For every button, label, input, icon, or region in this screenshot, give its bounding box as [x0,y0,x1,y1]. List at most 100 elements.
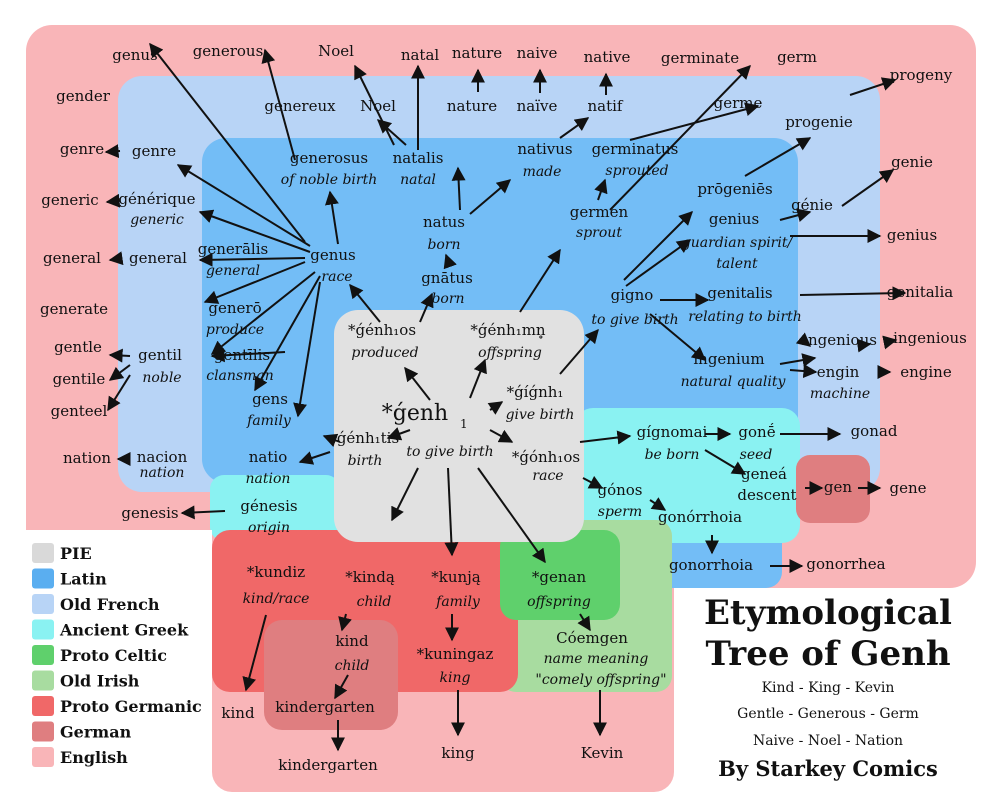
word-generosus: generosus [290,149,368,167]
word-progeny: progeny [890,66,953,84]
word-gone: gonḗ [738,423,775,441]
word-gentilis: gentīlis [214,346,270,364]
word-naive-e: naive [517,44,558,62]
derivation-arrow [261,48,296,161]
derivation-arrow [149,42,306,243]
word-generate: generate [40,300,108,318]
word-kundiz-gloss: kind/race [243,591,310,607]
word-nature-f: nature [447,97,497,115]
legend-label: Proto Celtic [60,646,167,665]
derivation-arrow [443,253,457,270]
legend-background [26,530,212,803]
word-genius-l-gloss2: talent [716,256,758,272]
region-proto-celtic [500,530,620,620]
derivation-arrow [799,286,907,301]
derivation-arrow [469,179,512,215]
word-gonhos-gloss: race [532,468,563,484]
derivation-arrow [594,178,608,201]
word-germen-gloss: sprout [576,225,622,241]
word-kunjq: *kunją [431,568,481,586]
word-gonorrhoia-f: gonorrhoia [669,556,753,574]
word-germinatus: germinatus [592,140,679,158]
legend-swatch [32,747,54,767]
word-genius-l: genius [709,210,759,228]
word-general-f: general [129,249,187,267]
derivation-arrow [334,674,349,700]
word-genus-e: genus [112,46,158,64]
word-noel-f: Noel [360,97,396,115]
word-gnatus-gloss: born [431,291,464,307]
word-progenie: progenie [785,113,853,131]
legend-swatch [32,645,54,665]
word-gens: gens [252,390,288,408]
word-gigno: gigno [611,286,654,304]
title-line1: Etymological [704,593,952,633]
word-kindq-gloss: child [357,594,392,610]
derivation-arrow [107,374,131,412]
word-genhtis: ǵénh₁tis [337,429,399,447]
derivation-arrow [298,451,331,465]
derivation-arrow [856,338,872,353]
word-nativus-gloss: made [523,164,562,180]
word-kindergarten-g: kindergarten [275,698,375,716]
derivation-arrow [519,248,561,313]
word-genteel: genteel [51,402,108,420]
derivation-arrow [795,332,812,347]
region-german-gen [796,455,870,523]
legend-label: Old Irish [60,672,140,691]
word-generosus-gloss: of noble birth [281,172,377,188]
derivation-arrow [849,77,897,96]
word-kind-g: kind [335,632,369,650]
derivation-arrow [579,430,632,445]
word-genie-e: genie [891,153,933,171]
word-naive-f: naïve [517,97,558,115]
word-genh: *ǵenh [382,401,448,426]
legend-swatch [32,721,54,742]
word-natus-gloss: born [427,237,460,253]
word-germe: germe [714,94,763,112]
word-gens-gloss: family [246,413,292,429]
derivation-arrow [609,64,751,211]
word-nacion-gloss: nation [140,465,185,481]
derivation-arrow [444,467,459,557]
derivation-arrow [322,433,341,447]
word-genhos: *ǵénh₁os [348,321,416,339]
derivation-arrow [477,467,546,564]
word-gen: gen [824,478,852,496]
region-pie [334,310,584,542]
word-nature-e: nature [452,44,502,62]
word-natio-gloss: nation [246,471,291,487]
word-natio: natio [249,448,287,466]
word-natalis-l-gloss: natal [400,172,436,188]
legend-swatch [32,696,54,716]
derivation-arrow [744,137,812,177]
word-gender: gender [56,87,111,105]
derivation-arrow [789,364,818,379]
derivation-arrow [386,427,411,441]
word-generous: generous [193,42,264,60]
word-gentile: gentile [53,370,106,388]
author-credit: By Starkey Comics [718,756,938,781]
legend-label: Proto Germanic [60,697,202,716]
word-genesis-g: génesis [240,497,297,515]
word-native: native [584,48,631,66]
word-genus-l-gloss: race [321,269,352,285]
word-gonos: gónos [597,481,642,499]
legend-swatch [32,594,54,614]
word-kind-e: kind [221,704,255,722]
word-genh-subscript: 1 [460,417,468,431]
word-kevin: Kevin [581,744,624,762]
derivation-arrow [105,193,121,208]
title-line2: Tree of Genh [705,634,950,674]
word-coemgen-gloss1: name meaning [544,651,649,667]
legend-label: German [60,723,132,742]
region-greek-left [210,475,340,541]
subtitle-line2: Gentle - Generous - Germ [737,706,919,722]
word-engine: engine [900,363,952,381]
derivation-arrow [841,169,895,207]
derivation-arrow [559,117,590,139]
word-genero: generō [208,299,261,317]
word-germinate: germinate [661,49,739,67]
